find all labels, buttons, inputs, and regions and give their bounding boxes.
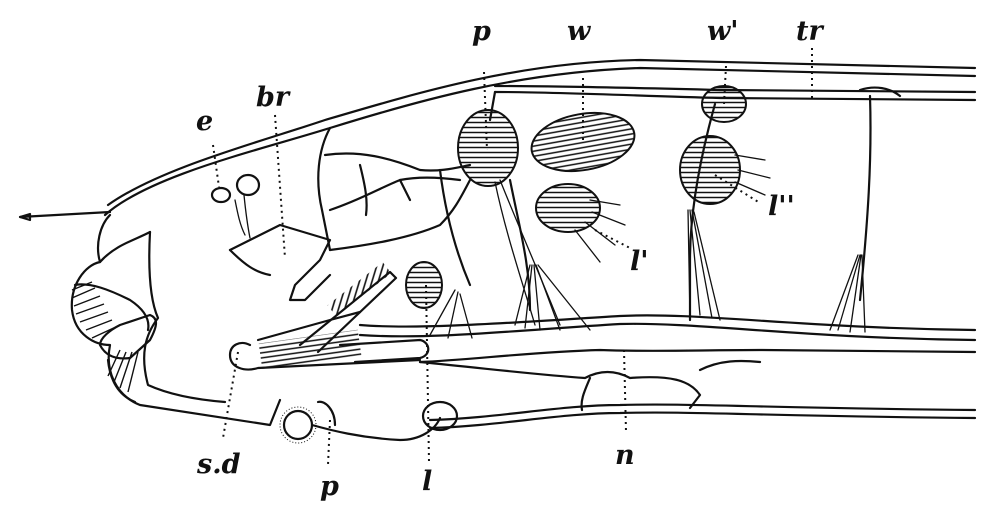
label-tr: tr [796,16,824,47]
label-l-bottom: l [422,466,432,497]
ventral-ganglia [279,400,459,444]
l-prime-mass [535,183,626,263]
upper-p-mass [457,109,519,187]
label-l-prime: l' [630,246,649,277]
gut [358,314,977,430]
label-e: e [196,106,213,137]
brain-nerves [323,152,472,252]
label-w: w [567,16,592,47]
label-p-top: p [472,16,491,47]
label-n: n [615,440,635,471]
label-p-bottom: p [320,471,339,502]
head-region [70,213,332,427]
salivary-duct [228,262,430,371]
l-double-prime-mass [679,135,771,205]
muscle-fans [429,179,866,339]
eye [210,173,261,239]
segment-lines [438,86,902,322]
lower-l-mass [405,261,443,309]
label-sd: s.d [196,449,241,480]
label-br: br [256,82,291,113]
leader-lines [212,48,813,466]
labels: e br p w w' tr l'' l' s.d p l n [196,16,824,502]
w-mass [530,111,636,173]
label-w-prime: w' [707,16,739,47]
body-outline [18,58,977,252]
label-l-double-prime: l'' [768,191,795,222]
